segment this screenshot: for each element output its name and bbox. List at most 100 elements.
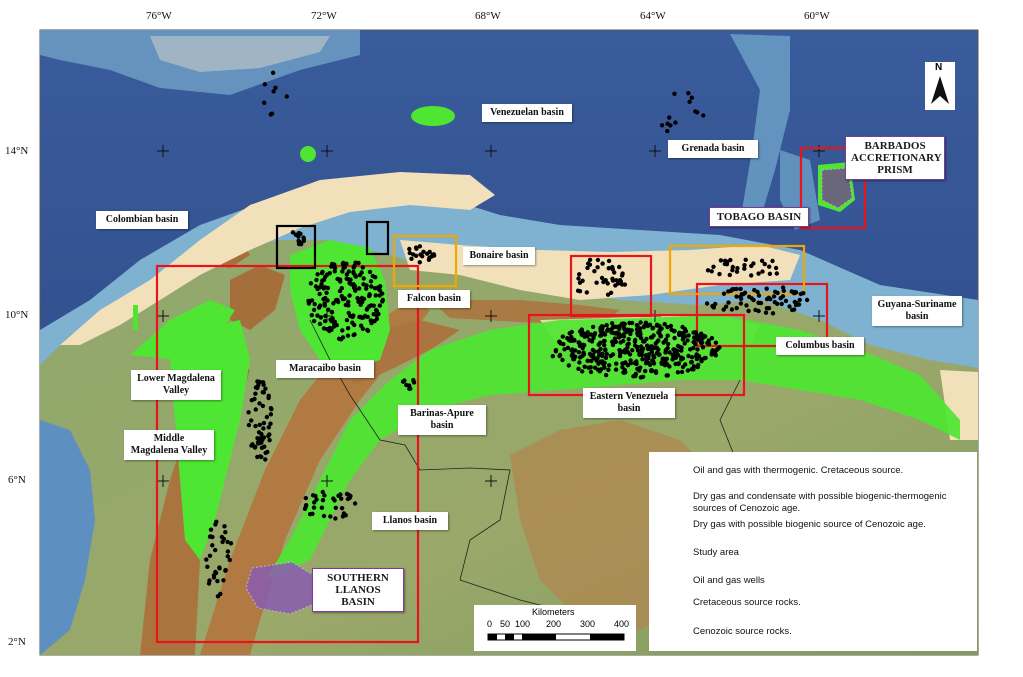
well-dot: [726, 300, 731, 305]
well-dot: [262, 444, 267, 449]
well-dot: [214, 519, 219, 524]
well-dot: [587, 262, 593, 267]
well-dot: [767, 271, 773, 276]
andes-eastern-range: [200, 300, 430, 655]
well-dot: [368, 279, 374, 284]
box-barbados: [799, 146, 867, 230]
well-dot: [340, 269, 345, 274]
well-dot: [602, 342, 607, 348]
well-dot: [246, 422, 252, 428]
well-dot: [672, 348, 677, 353]
well-dot: [609, 327, 614, 332]
well-dot: [377, 303, 382, 308]
well-dot: [756, 271, 761, 276]
well-dot: [703, 334, 708, 339]
well-dot: [359, 295, 365, 301]
tick-64w: 64°W: [640, 10, 666, 22]
well-dot: [264, 414, 270, 420]
well-dot: [308, 281, 314, 286]
well-dot: [371, 303, 376, 308]
well-dot: [290, 230, 296, 235]
well-dot: [751, 297, 756, 303]
well-dot: [655, 339, 660, 344]
well-dot: [332, 269, 337, 274]
well-dot: [260, 390, 265, 395]
well-dot: [677, 330, 682, 335]
well-dot: [344, 261, 349, 266]
well-dot: [262, 100, 267, 106]
well-dot: [557, 353, 562, 359]
well-dot: [590, 324, 596, 330]
well-dot: [329, 309, 335, 315]
well-dot: [266, 393, 271, 398]
well-dot: [665, 121, 670, 126]
well-dot: [368, 318, 373, 323]
well-dot: [789, 289, 794, 294]
well-dot: [602, 338, 607, 344]
well-dot: [323, 313, 328, 319]
well-dot: [625, 349, 630, 355]
label-guyana-basin: Guyana-Suriname basin: [872, 296, 962, 326]
cretaceous-islet-1: [411, 106, 455, 126]
well-dot: [651, 361, 657, 366]
well-dot: [353, 260, 358, 265]
well-dot: [652, 345, 657, 350]
well-dot: [421, 249, 426, 254]
well-dot: [621, 370, 626, 375]
well-dot: [312, 500, 317, 505]
well-dot: [605, 292, 611, 297]
well-dot: [298, 231, 303, 236]
well-dot: [371, 312, 376, 317]
well-dot: [597, 352, 602, 358]
well-dot: [321, 286, 326, 291]
well-dot: [580, 345, 585, 351]
well-dot: [328, 514, 333, 519]
well-dot: [626, 337, 631, 342]
well-dot: [756, 300, 761, 305]
well-dot: [603, 372, 609, 378]
well-dot: [610, 339, 615, 344]
well-dot: [662, 356, 667, 362]
well-dot: [653, 369, 659, 374]
well-dot: [620, 365, 625, 370]
well-dot: [364, 286, 369, 291]
well-dot: [605, 328, 610, 333]
well-dot: [686, 353, 691, 359]
well-dot: [210, 543, 215, 548]
well-dot: [734, 269, 740, 274]
legend-text-cenozoic: Cenozoic source rocks.: [693, 626, 792, 637]
well-dot: [618, 340, 623, 345]
well-dot: [318, 315, 324, 320]
scale-title: Kilometers: [532, 607, 575, 617]
well-dot: [257, 401, 262, 406]
well-dot: [357, 314, 362, 320]
well-dot: [739, 292, 744, 297]
well-dot: [646, 356, 651, 361]
well-dot: [665, 345, 670, 351]
well-dot: [756, 293, 762, 298]
well-dot: [332, 498, 337, 503]
well-dot: [221, 578, 226, 583]
well-dot: [753, 307, 758, 313]
well-dot: [673, 355, 679, 360]
well-dot: [576, 366, 581, 371]
well-dot: [565, 345, 571, 350]
southern-llanos-outline: [245, 561, 319, 615]
well-dot: [261, 435, 267, 440]
well-dot: [779, 301, 784, 307]
scale-bar-graphic: [487, 633, 625, 641]
well-dot: [589, 358, 594, 364]
well-dot: [665, 341, 671, 347]
well-dot: [763, 310, 769, 315]
box-columbus: [695, 282, 829, 348]
well-dot: [351, 269, 356, 275]
well-dot: [640, 346, 646, 351]
well-dot: [339, 496, 344, 501]
well-dot: [345, 326, 351, 331]
well-dot: [602, 332, 608, 337]
well-dot: [322, 301, 327, 306]
well-dot: [310, 493, 316, 498]
well-dot: [665, 128, 670, 134]
well-dot: [586, 365, 591, 370]
